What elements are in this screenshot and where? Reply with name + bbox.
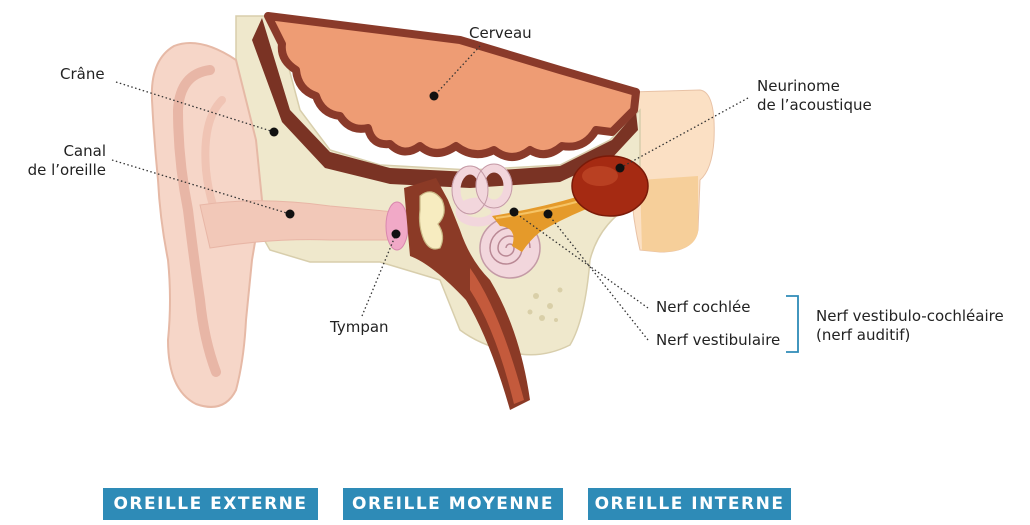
brain-region: [264, 12, 640, 161]
label-canal-line1: Canal: [63, 142, 106, 160]
eardrum: [385, 201, 409, 251]
label-nerf-vestibulaire: Nerf vestibulaire: [656, 331, 781, 349]
pointer-dots: [269, 91, 625, 239]
bone-specks: [527, 287, 563, 322]
label-crane: Crâne: [60, 65, 105, 83]
label-canal-line2: de l’oreille: [27, 161, 106, 179]
ossicles: [418, 191, 445, 250]
leader-lines: [111, 45, 749, 341]
neck-muscle: [640, 176, 698, 252]
section-oreille-interne: OREILLE INTERNE: [588, 488, 791, 520]
nerve-group-bracket: [786, 295, 799, 353]
neuroma-highlight: [582, 166, 618, 186]
auricle-fold: [172, 65, 221, 377]
label-neurinome: Neurinome de l’acoustique: [757, 77, 872, 115]
label-neurinome-line1: Neurinome: [757, 77, 840, 95]
label-tympan: Tympan: [330, 318, 389, 336]
label-neurinome-line2: de l’acoustique: [757, 96, 872, 114]
label-nerf-group-line1: Nerf vestibulo-cochléaire: [816, 307, 1004, 325]
label-nerf-cochlee: Nerf cochlée: [656, 298, 751, 316]
label-nerf-group: Nerf vestibulo-cochléaire (nerf auditif): [816, 307, 1004, 345]
eustachian-tube: [470, 268, 524, 404]
section-oreille-externe: OREILLE EXTERNE: [103, 488, 318, 520]
label-cerveau: Cerveau: [469, 24, 532, 42]
label-nerf-group-line2: (nerf auditif): [816, 326, 911, 344]
section-oreille-moyenne: OREILLE MOYENNE: [343, 488, 563, 520]
semicircular-canals: [451, 163, 513, 227]
label-canal: Canal de l’oreille: [20, 142, 106, 180]
semicircular-canals-outline: [451, 163, 513, 215]
acoustic-neuroma: [571, 155, 649, 217]
